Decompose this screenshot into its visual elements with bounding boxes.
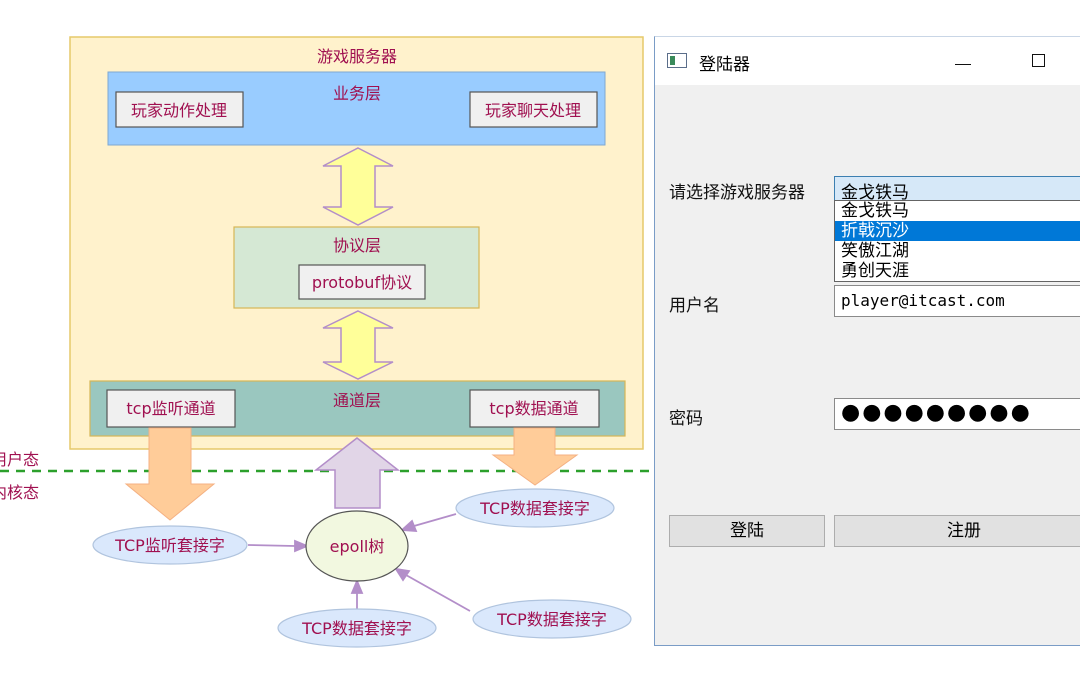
server-option-1-highlighted[interactable]: 折戟沉沙 <box>835 221 1080 241</box>
epoll-tree-node <box>305 510 409 582</box>
server-option-3[interactable]: 勇创天涯 <box>841 261 909 281</box>
player-action-label: 玩家动作处理 <box>131 101 227 120</box>
tcp-data-socket-2 <box>277 608 437 648</box>
username-value: player@itcast.com <box>841 291 1005 310</box>
player-chat-box <box>469 91 598 128</box>
username-label: 用户名 <box>669 296 720 316</box>
business-layer-title: 业务层 <box>333 84 381 103</box>
tcp-data-socket-1 <box>455 488 615 528</box>
data2-to-epoll-arrowhead <box>350 578 364 594</box>
password-label: 密码 <box>669 409 703 429</box>
listen-to-epoll-arrowhead <box>294 539 310 553</box>
up-arrow-epoll <box>313 437 401 509</box>
password-value: ●●●●●●●●● <box>841 400 1032 425</box>
data1-to-epoll-arrowhead <box>399 519 418 533</box>
epoll-tree-label: epoll树 <box>330 537 385 556</box>
tcp-data-socket-1-label: TCP数据套接字 <box>479 499 590 518</box>
maximize-button[interactable] <box>1019 41 1059 81</box>
down-arrow-data <box>491 427 579 486</box>
data1-to-epoll-line <box>413 513 457 527</box>
player-action-box <box>115 91 244 128</box>
tcp-data-channel-box <box>469 389 600 428</box>
username-field[interactable]: player@itcast.com <box>834 285 1080 317</box>
data3-to-epoll-line <box>405 574 471 612</box>
channel-layer-title: 通道层 <box>333 391 381 410</box>
architecture-diagram: 游戏服务器 业务层 玩家动作处理 玩家聊天处理 协议层 protobuf协议 通… <box>0 36 654 648</box>
minimize-button[interactable] <box>941 41 981 81</box>
kernel-mode-label: 内核态 <box>0 483 39 502</box>
down-arrow-listen <box>124 427 216 521</box>
server-combobox[interactable]: 金戈铁马 <box>834 176 1080 203</box>
server-dropdown-list: 金戈铁马 折戟沉沙 笑傲江湖 勇创天涯 <box>834 200 1080 282</box>
user-mode-label: 用户态 <box>0 450 39 469</box>
password-field[interactable]: ●●●●●●●●● <box>834 398 1080 430</box>
double-arrow-protocol-channel <box>322 310 394 380</box>
window-title: 登陆器 <box>699 55 750 75</box>
double-arrow-business-protocol <box>322 147 394 226</box>
server-option-2[interactable]: 笑傲江湖 <box>841 241 909 261</box>
protocol-layer-title: 协议层 <box>333 236 381 255</box>
tcp-data-socket-3-label: TCP数据套接字 <box>496 610 607 629</box>
data3-to-epoll-arrowhead <box>394 567 411 582</box>
tcp-listen-socket-label: TCP监听套接字 <box>114 536 225 555</box>
player-chat-label: 玩家聊天处理 <box>485 101 581 120</box>
protobuf-box <box>298 264 426 300</box>
tcp-listen-channel-label: tcp监听通道 <box>126 399 215 418</box>
tcp-data-socket-2-label: TCP数据套接字 <box>301 619 412 638</box>
login-button[interactable]: 登陆 <box>669 515 825 547</box>
tcp-listen-channel-box <box>106 389 236 428</box>
server-option-0[interactable]: 金戈铁马 <box>841 201 909 221</box>
protobuf-label: protobuf协议 <box>312 273 412 292</box>
title-bar[interactable]: 登陆器 <box>655 37 1080 85</box>
login-window: 登陆器 请选择游戏服务器 金戈铁马 金戈铁马 折戟沉沙 笑傲江湖 勇创天涯 用户… <box>654 36 1080 646</box>
server-combobox-value: 金戈铁马 <box>841 183 909 203</box>
app-window-icon <box>667 53 687 68</box>
game-server-label: 游戏服务器 <box>317 47 397 66</box>
register-button[interactable]: 注册 <box>834 515 1080 547</box>
listen-to-epoll-line <box>247 544 296 547</box>
tcp-data-channel-label: tcp数据通道 <box>489 399 578 418</box>
tcp-data-socket-3 <box>472 599 632 639</box>
server-select-label: 请选择游戏服务器 <box>669 183 805 203</box>
tcp-listen-socket <box>92 525 248 565</box>
